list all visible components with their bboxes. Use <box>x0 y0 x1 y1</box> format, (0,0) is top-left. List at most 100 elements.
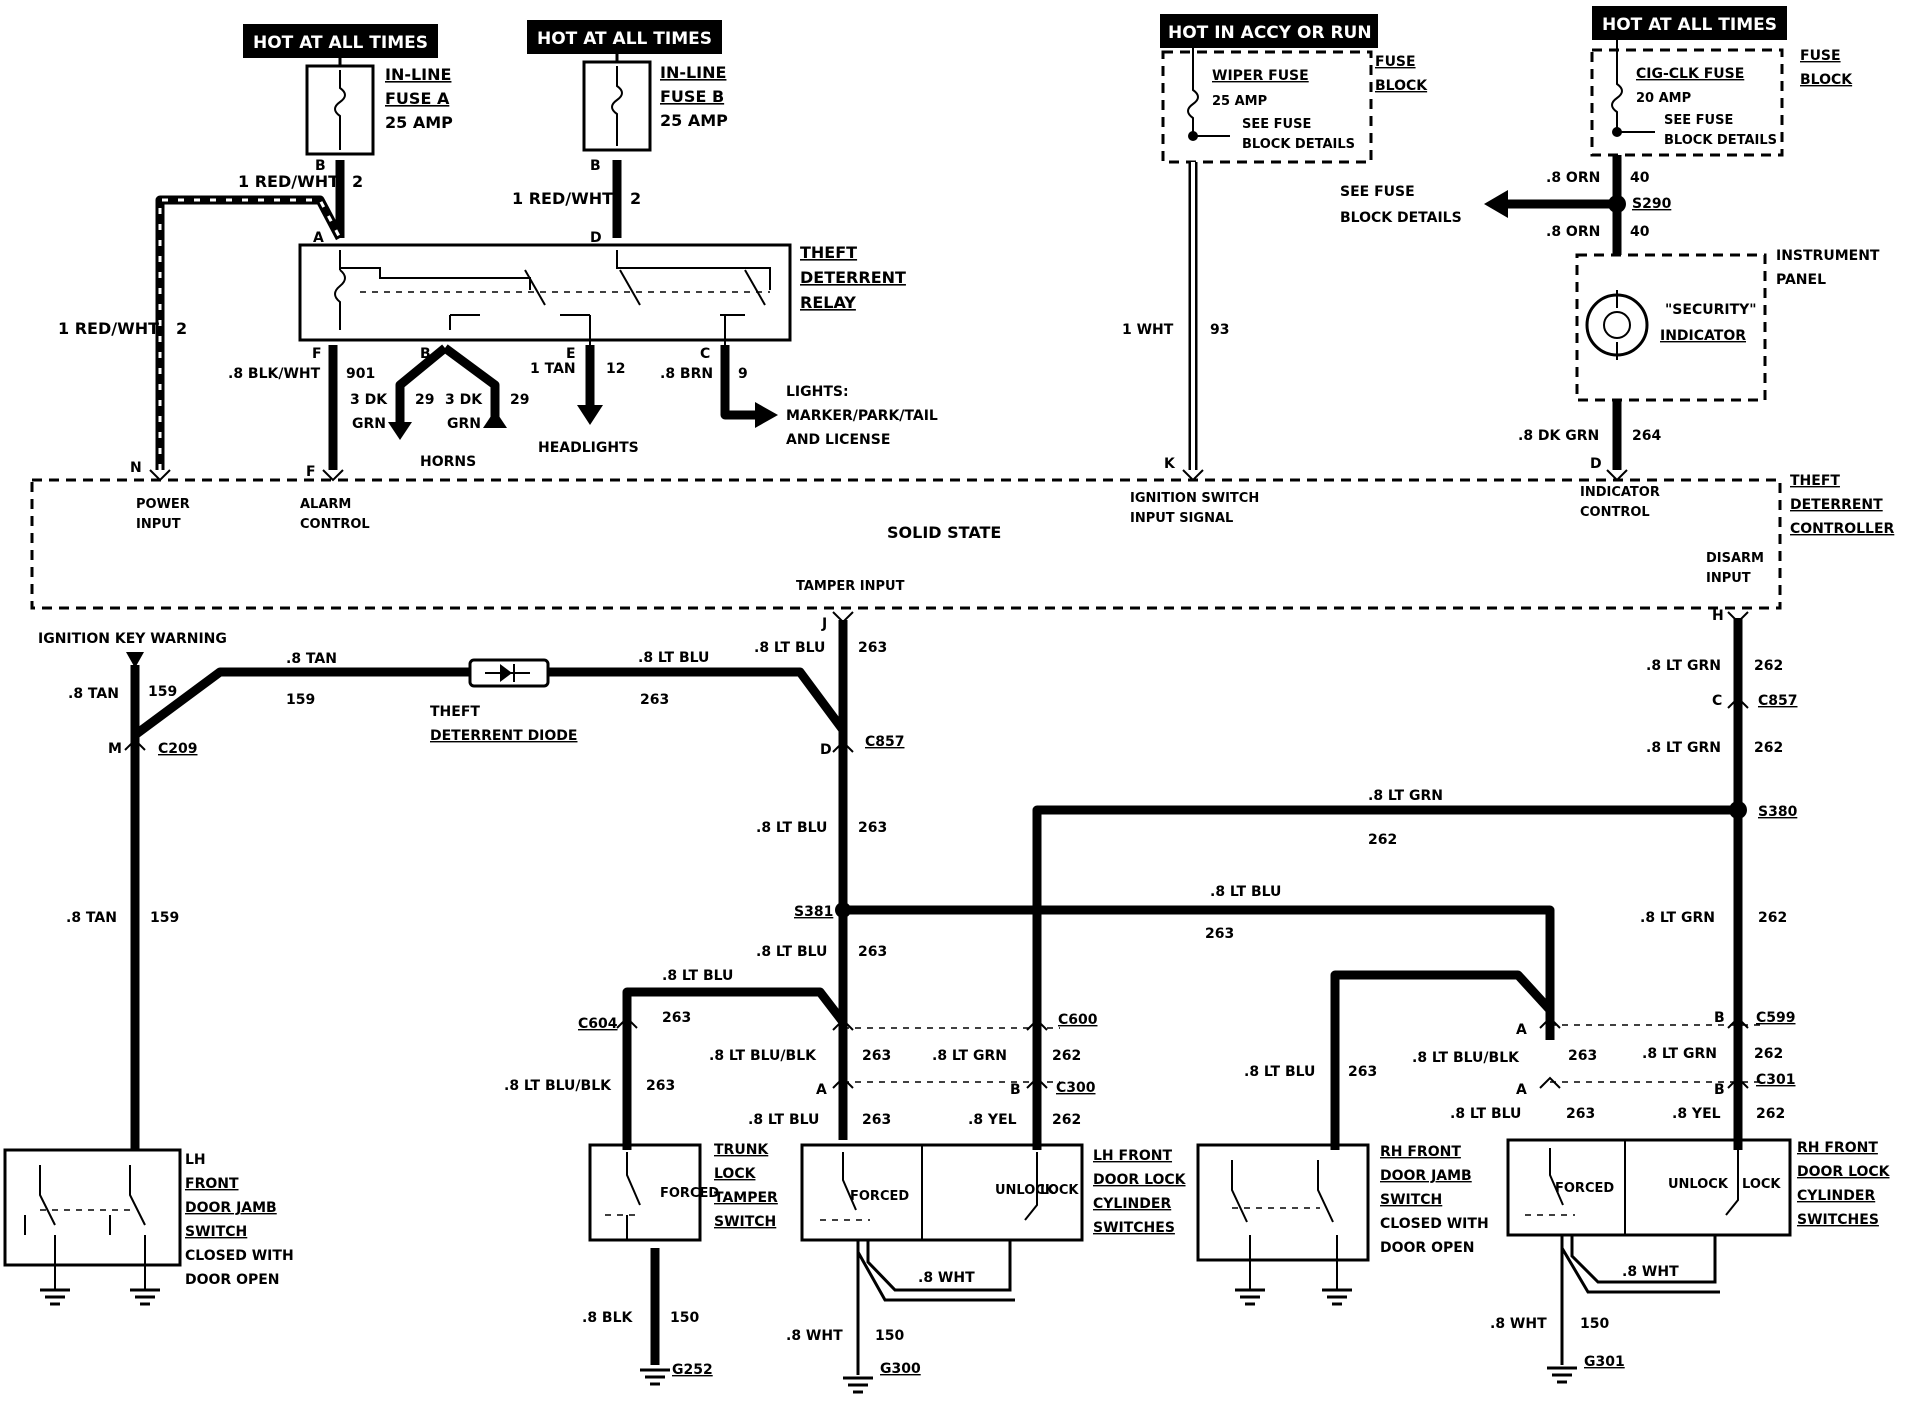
controller-ind1: INDICATOR <box>1580 485 1660 500</box>
relay-label3: RELAY <box>800 293 856 312</box>
ignition-warning-arrow <box>126 652 144 668</box>
label-brn-num: 9 <box>738 366 748 382</box>
c599-pin: B <box>1714 1010 1725 1026</box>
label-dk-grn1: 3 DK <box>350 392 388 408</box>
wire-brn-lights <box>720 345 760 420</box>
fuse-b-pin-b: B <box>590 158 601 174</box>
rh-lock: LOCK <box>1742 1177 1781 1192</box>
controller-power2: INPUT <box>136 517 181 532</box>
label-tan-159a: .8 TAN <box>68 686 119 702</box>
lh-jamb-label1: LH <box>185 1152 206 1168</box>
rh-jamb-label3: SWITCH <box>1380 1192 1442 1208</box>
label-lt-blu-rhjamb: .8 LT BLU <box>1244 1064 1315 1080</box>
lh-jamb-label6: DOOR OPEN <box>185 1272 280 1288</box>
label-lt-grn-rh-num: 262 <box>1754 1046 1783 1062</box>
label-lt-grn-rh: .8 LT GRN <box>1642 1046 1717 1062</box>
theft-deterrent-controller: N F K D POWER INPUT ALARM CONTROL IGNITI… <box>30 456 1895 632</box>
c301-label: C301 <box>1756 1072 1796 1088</box>
trunk-lock-tamper-switch: FORCED TRUNK LOCK TAMPER SWITCH <box>588 1142 778 1242</box>
lh-connector-dash <box>843 1027 1060 1083</box>
lh-jamb-label3: DOOR JAMB <box>185 1200 277 1216</box>
header-wiper: HOT IN ACCY OR RUN <box>1160 14 1378 48</box>
lh-jamb-label2: FRONT <box>185 1176 239 1192</box>
trunk-label2: LOCK <box>714 1166 757 1182</box>
label-lt-blu-blk-lh: .8 LT BLU/BLK <box>709 1048 817 1064</box>
controller-disarm2: INPUT <box>1706 571 1751 586</box>
instrument-label1: INSTRUMENT <box>1776 248 1880 264</box>
controller-tamper: TAMPER INPUT <box>796 579 905 594</box>
label-orn-bot: .8 ORN <box>1546 224 1600 240</box>
splice-s380 <box>1729 801 1747 819</box>
label-lights2: MARKER/PARK/TAIL <box>786 408 938 424</box>
theft-deterrent-relay: A D THEFT DETERRENT RELAY F B E C <box>298 230 906 362</box>
fuse-a-label1: IN-LINE <box>385 65 451 84</box>
c209-label: C209 <box>158 741 198 757</box>
fuse-block2-label1: FUSE <box>1800 48 1841 64</box>
label-lt-grn-h-num: 262 <box>1754 658 1783 674</box>
diode-label1: THEFT <box>430 704 480 720</box>
ground-g252: G252 <box>672 1362 713 1378</box>
c857-right-pin: C <box>1712 693 1722 709</box>
cig-label2: 20 AMP <box>1636 91 1691 106</box>
header-fuse-a-text: HOT AT ALL TIMES <box>253 33 428 53</box>
lh-pin-a: A <box>816 1082 827 1098</box>
label-lt-blu-rh-num: 263 <box>1566 1106 1595 1122</box>
label-lights1: LIGHTS: <box>786 384 849 400</box>
label-lt-blu-trunk-num: 263 <box>662 1010 691 1026</box>
label-orn-top-num: 40 <box>1630 170 1650 186</box>
label-lt-blu-lh: .8 LT BLU <box>748 1112 819 1128</box>
header-cig-text: HOT AT ALL TIMES <box>1602 15 1777 35</box>
label-blk-wht-num: 901 <box>346 366 375 382</box>
see-fuse-arrow <box>1484 190 1508 218</box>
label-red-wht-b: 1 RED/WHT <box>512 189 613 208</box>
header-wiper-text: HOT IN ACCY OR RUN <box>1168 23 1372 43</box>
label-see-fuse1: SEE FUSE <box>1340 184 1415 200</box>
label-lt-blu-j: .8 LT BLU <box>754 640 825 656</box>
ground-g301-symbol <box>1547 1366 1577 1384</box>
label-lt-blu-mid-num: 263 <box>858 820 887 836</box>
instrument-panel: "SECURITY" INDICATOR INSTRUMENT PANEL <box>1575 248 1880 402</box>
trunk-label3: TAMPER <box>714 1190 778 1206</box>
label-lt-blu-blk-rh: .8 LT BLU/BLK <box>1412 1050 1520 1066</box>
fuse-block1-label2: BLOCK <box>1375 78 1428 94</box>
label-lt-blu-263a: .8 LT BLU <box>638 650 709 666</box>
fuse-b-label2: FUSE B <box>660 87 724 106</box>
label-wht-rh-a: .8 WHT <box>1622 1264 1679 1280</box>
label-orn-top: .8 ORN <box>1546 170 1600 186</box>
label-dk-grn-264-num: 264 <box>1632 428 1661 444</box>
ignition-key-warning: IGNITION KEY WARNING <box>38 631 227 647</box>
label-horns: HORNS <box>420 454 476 470</box>
diode-label2: DETERRENT DIODE <box>430 728 577 744</box>
rh-forced: FORCED <box>1555 1181 1614 1196</box>
wire-lt-grn-262-lh <box>1032 805 1738 1150</box>
label-brn: .8 BRN <box>660 366 713 382</box>
wire-lt-blu-s381-rh <box>843 905 1555 1040</box>
label-tan-159b: .8 TAN <box>286 651 337 667</box>
c209-pin-m: M <box>108 741 122 757</box>
label-dk-grn1-num: 29 <box>415 392 434 408</box>
controller-alarm1: ALARM <box>300 497 351 512</box>
label-wht-lh-num: 150 <box>875 1328 904 1344</box>
controller-pin-h: H <box>1712 608 1724 624</box>
label-wht-lh-a: .8 WHT <box>918 1270 975 1286</box>
label-lt-blu-long-num: 263 <box>1205 926 1234 942</box>
label-yel-lh-num: 262 <box>1052 1112 1081 1128</box>
inline-fuse-a: IN-LINE FUSE A 25 AMP B <box>305 58 453 174</box>
c604-label: C604 <box>578 1016 618 1032</box>
c300-label: C300 <box>1056 1080 1096 1096</box>
relay-label2: DETERRENT <box>800 268 906 287</box>
wiper-label4: BLOCK DETAILS <box>1242 137 1355 152</box>
rh-pin-a1: A <box>1516 1022 1527 1038</box>
label-blk-150-num: 150 <box>670 1310 699 1326</box>
header-fuse-b-text: HOT AT ALL TIMES <box>537 29 712 49</box>
controller-power1: POWER <box>136 497 190 512</box>
inline-fuse-b: IN-LINE FUSE B 25 AMP B <box>582 54 728 174</box>
label-wht-rh-b: .8 WHT <box>1490 1316 1547 1332</box>
controller-ign1: IGNITION SWITCH <box>1130 491 1259 506</box>
c600-label: C600 <box>1058 1012 1098 1028</box>
label-lt-blu-mid: .8 LT BLU <box>756 820 827 836</box>
label-red-wht-a: 1 RED/WHT <box>238 172 339 191</box>
label-blk-wht: .8 BLK/WHT <box>228 366 321 382</box>
rh-unlock: UNLOCK <box>1668 1177 1729 1192</box>
label-see-fuse2: BLOCK DETAILS <box>1340 210 1462 226</box>
